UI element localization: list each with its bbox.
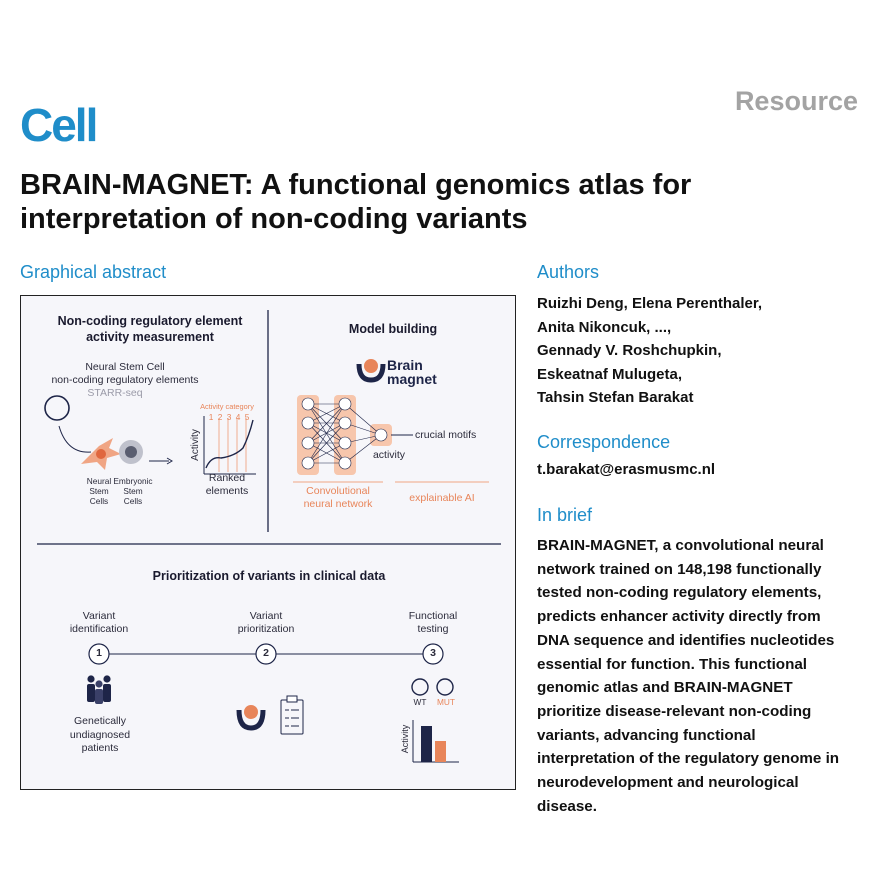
in-brief-heading: In brief [537, 505, 593, 525]
crucial-motifs-label: crucial motifs [415, 429, 477, 441]
brief-line: tested non-coding regulatory elements, [537, 584, 822, 602]
brief-line: BRAIN-MAGNET, a convolutional neural [537, 537, 824, 554]
panel1-title: Non-coding regulatory element activity m… [57, 314, 243, 344]
brain-magnet-logo-icon [356, 359, 386, 383]
embryonic-stem-cell-icon [119, 440, 143, 464]
author-line: Ruizhi Deng, Elena Perenthaler, [537, 295, 763, 312]
panel3-title: Prioritization of variants in clinical d… [152, 569, 386, 583]
step-3-label: Functional testing [408, 610, 458, 635]
wt-circle-icon [411, 678, 429, 696]
neural-network-icon [297, 395, 413, 475]
nre-label: non-coding regulatory elements [51, 374, 199, 386]
panel2-title: Model building [348, 322, 438, 336]
neural-stem-cell-icon [81, 438, 121, 470]
activity-ranked-chart [203, 416, 256, 475]
step-3-number: 3 [430, 647, 436, 659]
brief-line: genomic atlas and BRAIN-MAGNET [537, 679, 793, 697]
authors-list: Ruizhi Deng, Elena Perenthaler, Anita Ni… [537, 292, 872, 410]
brief-line: network trained on 148,198 functionally [537, 560, 822, 578]
wt-mut-activity-chart [412, 720, 459, 763]
journal-logo: Cell [20, 99, 98, 151]
activity-category-label: Activity category [200, 402, 254, 411]
author-line: Tahsin Stefan Barakat [537, 389, 694, 406]
wt-bar [421, 726, 432, 762]
mut-label: MUT [437, 697, 455, 707]
mut-circle-icon [436, 678, 454, 696]
activity-axis-label: Activity [190, 429, 201, 461]
cell2-label: Embryonic Stem Cells [113, 476, 153, 506]
graphical-abstract: Non-coding regulatory element activity m… [20, 295, 516, 790]
category-5: 5 [244, 412, 250, 422]
step-1-label: Variant identification [69, 610, 129, 635]
category-2: 2 [217, 412, 223, 422]
author-line: Gennady V. Roshchupkin, [537, 342, 722, 359]
brief-line: interpretation of the regulatory genome … [537, 750, 840, 768]
authors-heading: Authors [537, 262, 600, 282]
article-type: Resource [734, 86, 858, 116]
patients-icon [87, 675, 111, 704]
category-1: 1 [208, 412, 214, 422]
brief-line: neurodevelopment and neurological [537, 774, 799, 792]
category-4: 4 [235, 412, 241, 422]
step-1-number: 1 [96, 647, 102, 659]
ranked-elements-label: Ranked elements [205, 472, 249, 497]
brief-line: DNA sequence and identifies nucleotides [537, 631, 835, 649]
step-2-label: Variant prioritization [237, 610, 295, 635]
starr-seq-circle-icon [44, 395, 70, 421]
step-2-number: 2 [263, 647, 269, 659]
cnn-label: Convolutional neural network [303, 485, 373, 510]
brief-line: prioritize disease-relevant non-coding [537, 702, 812, 720]
wt-label: WT [413, 697, 427, 707]
activity-output-label: activity [372, 449, 406, 461]
xai-label: explainable AI [409, 492, 475, 504]
brief-line: essential for function. This functional [537, 655, 808, 673]
brief-line: disease. [537, 797, 597, 815]
brief-line: variants, advancing functional [537, 726, 756, 744]
graphical-abstract-artwork [37, 310, 501, 763]
starr-seq-label: STARR-seq [87, 387, 143, 399]
brain-magnet-prioritization-icon [236, 705, 266, 731]
cell1-label: Neural Stem Cells [86, 476, 112, 506]
correspondence-heading: Correspondence [537, 432, 671, 452]
author-line: Anita Nikoncuk, ..., [537, 318, 672, 336]
graphical-abstract-heading: Graphical abstract [20, 262, 167, 282]
clipboard-icon [280, 695, 304, 735]
category-3: 3 [226, 412, 232, 422]
in-brief-text: BRAIN-MAGNET, a convolutional neural net… [537, 534, 872, 818]
brief-line: predicts enhancer activity directly from [537, 608, 821, 626]
brain-logo-word: Brain [387, 357, 423, 373]
patients-label: Genetically undiagnosed patients [69, 715, 131, 754]
magnet-logo-word: magnet [387, 371, 437, 387]
correspondence-email[interactable]: t.barakat@erasmusmc.nl [537, 461, 716, 478]
article-title: BRAIN-MAGNET: A functional genomics atla… [20, 169, 692, 235]
arrow-curve-icon [58, 425, 92, 453]
mut-bar [435, 741, 446, 762]
nsc-label: Neural Stem Cell [85, 361, 165, 373]
wt-mut-activity-axis: Activity [400, 724, 410, 754]
author-line: Eskeatnaf Mulugeta, [537, 365, 683, 383]
